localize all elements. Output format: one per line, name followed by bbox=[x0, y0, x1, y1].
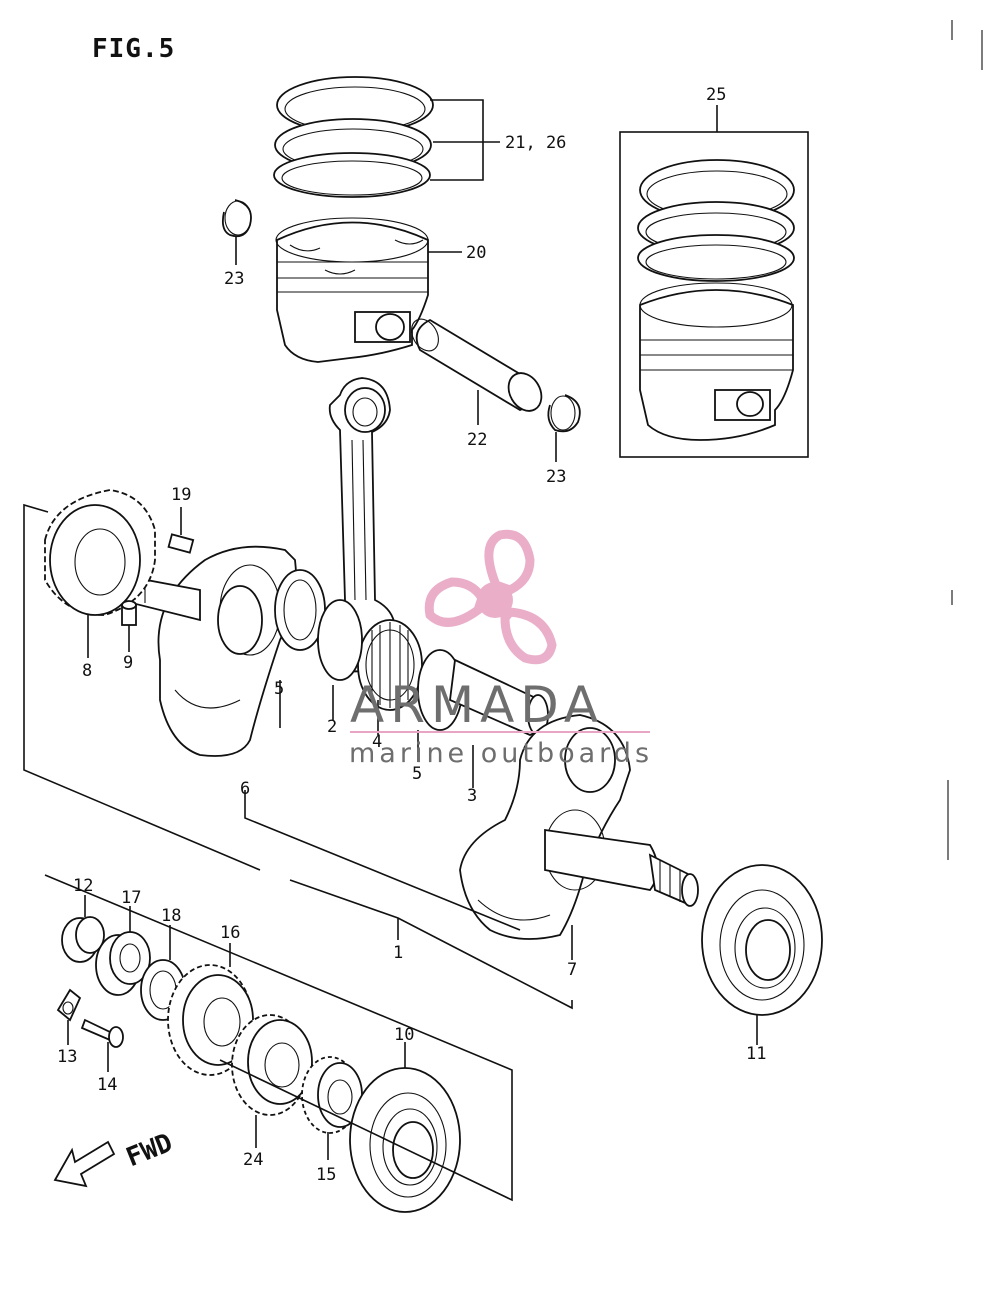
callout-11: 11 bbox=[746, 1044, 766, 1064]
callout-17: 17 bbox=[121, 888, 141, 908]
assembly-bracket-gears bbox=[44, 874, 513, 1202]
callout-10: 10 bbox=[394, 1025, 414, 1045]
callout-16: 16 bbox=[220, 923, 240, 943]
callout-7: 7 bbox=[567, 960, 577, 980]
callout-22: 22 bbox=[467, 430, 487, 450]
ball-bearing-11 bbox=[701, 864, 823, 1016]
callout-23-left: 23 bbox=[224, 269, 244, 289]
piston-rings-21-26 bbox=[273, 76, 434, 198]
callout-21-26: 21, 26 bbox=[505, 133, 566, 153]
callout-24: 24 bbox=[243, 1150, 263, 1170]
callout-8: 8 bbox=[82, 661, 92, 681]
callout-2: 2 bbox=[327, 717, 337, 737]
piston-pin-22 bbox=[411, 318, 543, 412]
callout-6: 6 bbox=[240, 779, 250, 799]
watermark-tagline: marine outboards bbox=[349, 738, 653, 769]
assembly-bracket-crankshaft bbox=[23, 503, 261, 871]
fwd-label: FWD bbox=[122, 1128, 177, 1173]
gear-24 bbox=[231, 1014, 313, 1116]
callout-5-right: 5 bbox=[412, 764, 422, 784]
callout-23-right: 23 bbox=[546, 467, 566, 487]
callout-9: 9 bbox=[123, 653, 133, 673]
circlip-23-left bbox=[221, 199, 252, 238]
pin-9 bbox=[121, 600, 137, 626]
circlip-23-right bbox=[547, 394, 581, 433]
thrust-washer-5-left bbox=[317, 599, 363, 681]
crankshaft-right-7 bbox=[459, 714, 699, 940]
armada-logo-icon bbox=[424, 529, 557, 665]
callout-20: 20 bbox=[466, 243, 486, 263]
piston-set-25 bbox=[637, 159, 795, 441]
figure-title: FIG.5 bbox=[92, 34, 175, 64]
forward-arrow-icon bbox=[53, 1140, 116, 1188]
gear-8 bbox=[44, 489, 156, 616]
lock-washer-13 bbox=[56, 988, 82, 1022]
gear-15 bbox=[301, 1056, 363, 1134]
key-19 bbox=[167, 533, 195, 554]
bushing-12 bbox=[61, 916, 105, 963]
watermark-brand: ARMADA bbox=[350, 676, 604, 734]
callout-5-left: 5 bbox=[274, 679, 284, 699]
screw-14 bbox=[80, 1018, 124, 1048]
callout-12: 12 bbox=[73, 876, 93, 896]
callout-1: 1 bbox=[393, 943, 403, 963]
callout-3: 3 bbox=[467, 786, 477, 806]
callout-19: 19 bbox=[171, 485, 191, 505]
callout-18: 18 bbox=[161, 906, 181, 926]
callout-14: 14 bbox=[97, 1075, 117, 1095]
callout-25: 25 bbox=[706, 85, 726, 105]
nut-17 bbox=[95, 931, 151, 996]
piston-20 bbox=[275, 217, 429, 363]
callout-4: 4 bbox=[372, 732, 382, 752]
callout-13: 13 bbox=[57, 1047, 77, 1067]
piston-set-25-box bbox=[619, 131, 809, 458]
callout-15: 15 bbox=[316, 1165, 336, 1185]
ball-bearing-10 bbox=[349, 1067, 461, 1213]
crank-pin-3 bbox=[449, 658, 549, 736]
